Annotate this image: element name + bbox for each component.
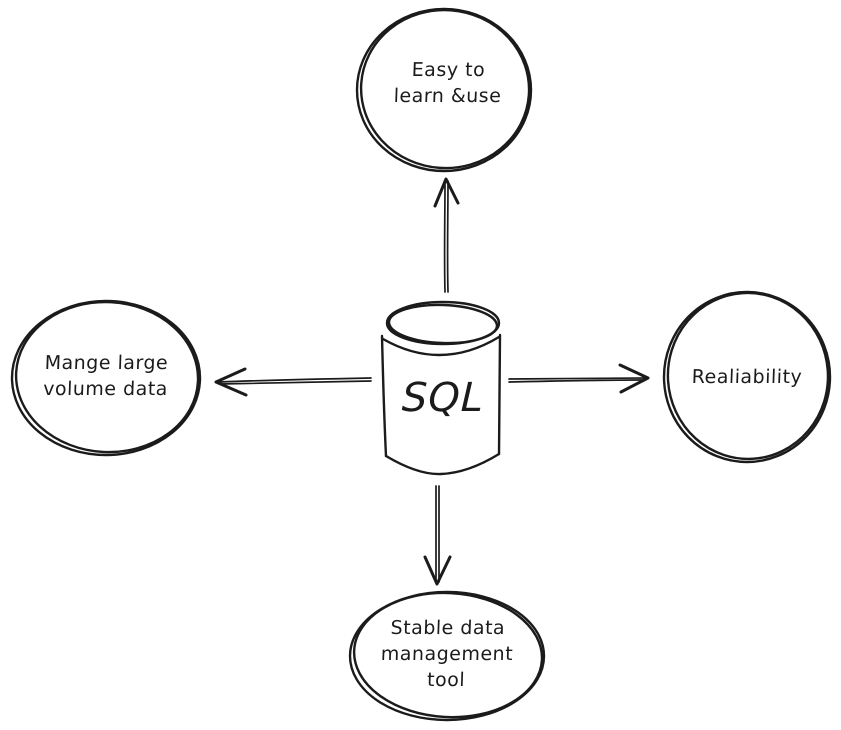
left-node-label: Mange large volume data (42, 352, 169, 400)
top-circle-shape (355, 7, 533, 173)
bottom-ellipse-shape (348, 590, 546, 722)
top-node-label: Easy to learn &use (393, 59, 502, 107)
arrow-right-icon (508, 363, 650, 394)
bottom-node-label: Stable data management tool (380, 617, 514, 691)
arrow-up-icon (433, 177, 460, 293)
arrow-down-icon (423, 485, 452, 586)
left-ellipse-shape (10, 299, 202, 457)
database-cylinder-icon (380, 300, 502, 476)
right-node-label: Realiability (691, 366, 803, 388)
right-circle-shape (662, 290, 832, 464)
center-sql-label: SQL (401, 375, 485, 421)
arrow-left-icon (214, 367, 372, 397)
